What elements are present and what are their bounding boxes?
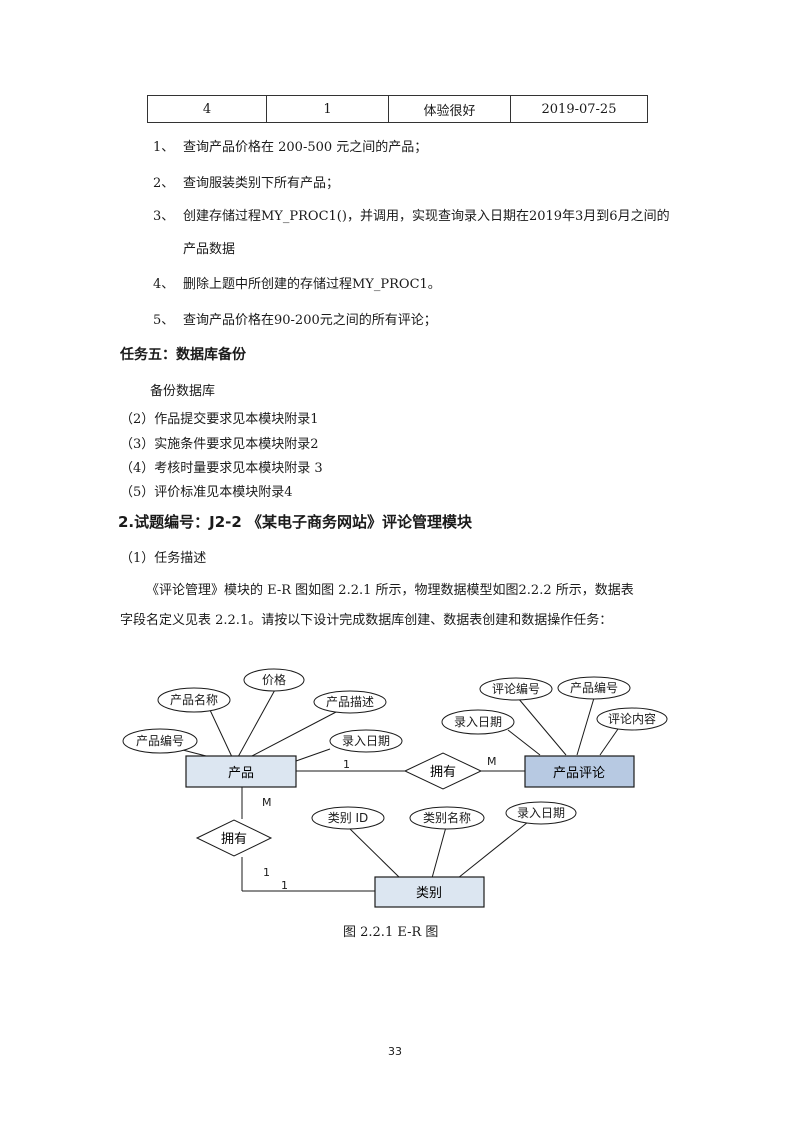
relation-label: 拥有: [430, 765, 456, 780]
table-cell: 4: [147, 95, 267, 123]
entity-label: 产品: [228, 766, 254, 781]
attribute-ellipse: [505, 801, 577, 825]
cardinality-label: M: [487, 755, 497, 768]
section-title: 2.试题编号：J2-2 《某电子商务网站》评论管理模块: [118, 513, 473, 531]
task-text: 查询产品价格在 200-500 元之间的产品；: [183, 140, 428, 155]
attribute-label: 产品编号: [570, 680, 618, 695]
page-number: 33: [388, 1045, 402, 1058]
attribute-label: 类别名称: [423, 810, 471, 825]
task-text-continued: 产品数据: [183, 242, 236, 257]
cardinality-label: 1: [281, 879, 288, 892]
attribute-ellipse: [122, 728, 198, 754]
note-item: （2）作品提交要求见本模块附录1: [120, 412, 319, 427]
task-number: 5、: [153, 313, 175, 328]
section-subtitle: （1）任务描述: [120, 551, 207, 566]
entity-comment: [524, 755, 635, 788]
note-item: （4）考核时量要求见本模块附录 3: [120, 461, 323, 476]
task5-body: 备份数据库: [150, 384, 216, 399]
table-cell: 体验很好: [388, 95, 511, 123]
task-text: 查询服装类别下所有产品；: [183, 176, 340, 191]
entity-label: 类别: [416, 886, 442, 901]
relation-diamond: [403, 752, 483, 790]
description-line-2: 字段名定义见表 2.2.1。请按以下设计完成数据库创建、数据表创建和数据操作任务…: [120, 613, 613, 628]
table-cell: 2019-07-25: [510, 95, 648, 123]
attribute-label: 价格: [262, 672, 286, 687]
entity-label: 产品评论: [553, 766, 605, 781]
task-text: 删除上题中所创建的存储过程MY_PROC1。: [183, 277, 441, 292]
relation-label: 拥有: [221, 832, 247, 847]
attribute-label: 产品描述: [326, 695, 374, 709]
attribute-ellipse: [409, 806, 485, 830]
attribute-ellipse: [329, 729, 403, 753]
attribute-label: 产品名称: [170, 692, 218, 707]
task-number: 1、: [153, 140, 175, 155]
attribute-ellipse: [313, 690, 387, 714]
attribute-label: 类别 ID: [328, 811, 369, 825]
attribute-ellipse: [243, 668, 305, 692]
attribute-label: 录入日期: [517, 806, 565, 820]
task-number: 3、: [153, 209, 175, 224]
attribute-ellipse: [479, 677, 553, 701]
cardinality-label: 1: [263, 866, 270, 879]
cardinality-label: 1: [343, 758, 350, 771]
attribute-ellipse: [557, 676, 631, 700]
task-text: 创建存储过程MY_PROC1()，并调用，实现查询录入日期在2019年3月到6月…: [183, 209, 670, 224]
relation-diamond: [195, 819, 273, 857]
attribute-ellipse: [441, 709, 515, 735]
entity-product: [185, 755, 297, 788]
entity-category: [374, 876, 485, 908]
table-row: 4 1 体验很好 2019-07-25: [147, 95, 648, 123]
attribute-label: 录入日期: [342, 734, 390, 748]
figure-caption: 图 2.2.1 E-R 图: [343, 925, 439, 940]
attribute-ellipse: [157, 687, 231, 713]
note-item: （5）评价标准见本模块附录4: [120, 485, 293, 500]
attribute-label: 评论内容: [608, 711, 656, 726]
attribute-label: 录入日期: [454, 715, 502, 729]
task5-heading: 任务五：数据库备份: [120, 347, 246, 363]
attribute-ellipse: [311, 806, 385, 830]
description-line-1: 《评论管理》模块的 E-R 图如图 2.2.1 所示，物理数据模型如图2.2.2…: [146, 583, 634, 598]
cardinality-label: M: [262, 796, 272, 809]
note-item: （3）实施条件要求见本模块附录2: [120, 437, 319, 452]
task-number: 2、: [153, 176, 175, 191]
attribute-label: 评论编号: [492, 681, 540, 696]
attribute-label: 产品编号: [136, 733, 184, 748]
task-text: 查询产品价格在90-200元之间的所有评论；: [183, 313, 437, 328]
task-number: 4、: [153, 277, 175, 292]
data-table: 4 1 体验很好 2019-07-25: [147, 95, 648, 123]
attribute-ellipse: [596, 707, 668, 731]
